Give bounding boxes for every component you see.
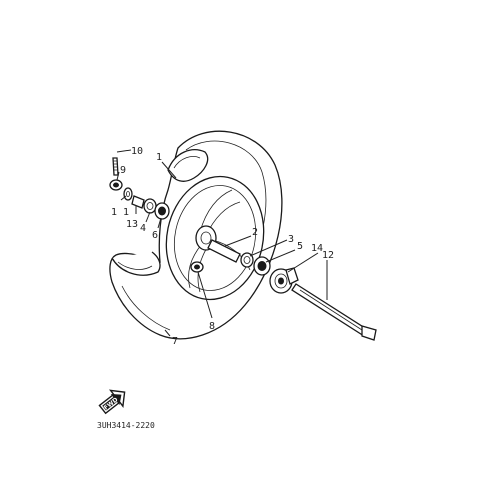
callout-4: 4 xyxy=(140,223,146,234)
callout-14: 14 xyxy=(311,243,323,254)
callout-13: 13 xyxy=(126,219,138,230)
tire-section-top xyxy=(167,149,209,182)
valve-bolt xyxy=(112,157,119,176)
callout-2: 2 xyxy=(252,227,258,238)
spacer xyxy=(207,239,241,263)
callouts: 1 2 3 4 5 6 7 8 9 10 1 1 12 13 14 xyxy=(111,146,334,347)
fwd-arrow-icon: FWD xyxy=(98,389,126,415)
washer xyxy=(123,187,133,201)
collar xyxy=(131,195,145,209)
callout-6: 6 xyxy=(152,230,158,241)
callout-5: 5 xyxy=(297,241,303,252)
callout-9: 9 xyxy=(120,165,126,176)
callout-3: 3 xyxy=(288,234,294,245)
callout-8: 8 xyxy=(209,321,215,332)
callout-1: 1 xyxy=(156,152,162,163)
wheel-axle xyxy=(291,283,377,341)
callout-11: 1 1 xyxy=(111,207,129,218)
bearing-right xyxy=(253,256,271,276)
callout-7: 7 xyxy=(172,336,178,347)
leader-lines xyxy=(116,149,328,337)
callout-12: 12 xyxy=(322,250,334,261)
valve-nut xyxy=(109,179,123,191)
gear-unit xyxy=(269,267,299,294)
oil-seal-right xyxy=(240,252,254,268)
valve xyxy=(190,261,204,273)
oil-seal-left xyxy=(143,198,157,214)
callout-10: 10 xyxy=(131,146,143,157)
drawing-code: 3UH3414-2220 xyxy=(97,421,155,430)
bearing-left xyxy=(154,202,170,220)
